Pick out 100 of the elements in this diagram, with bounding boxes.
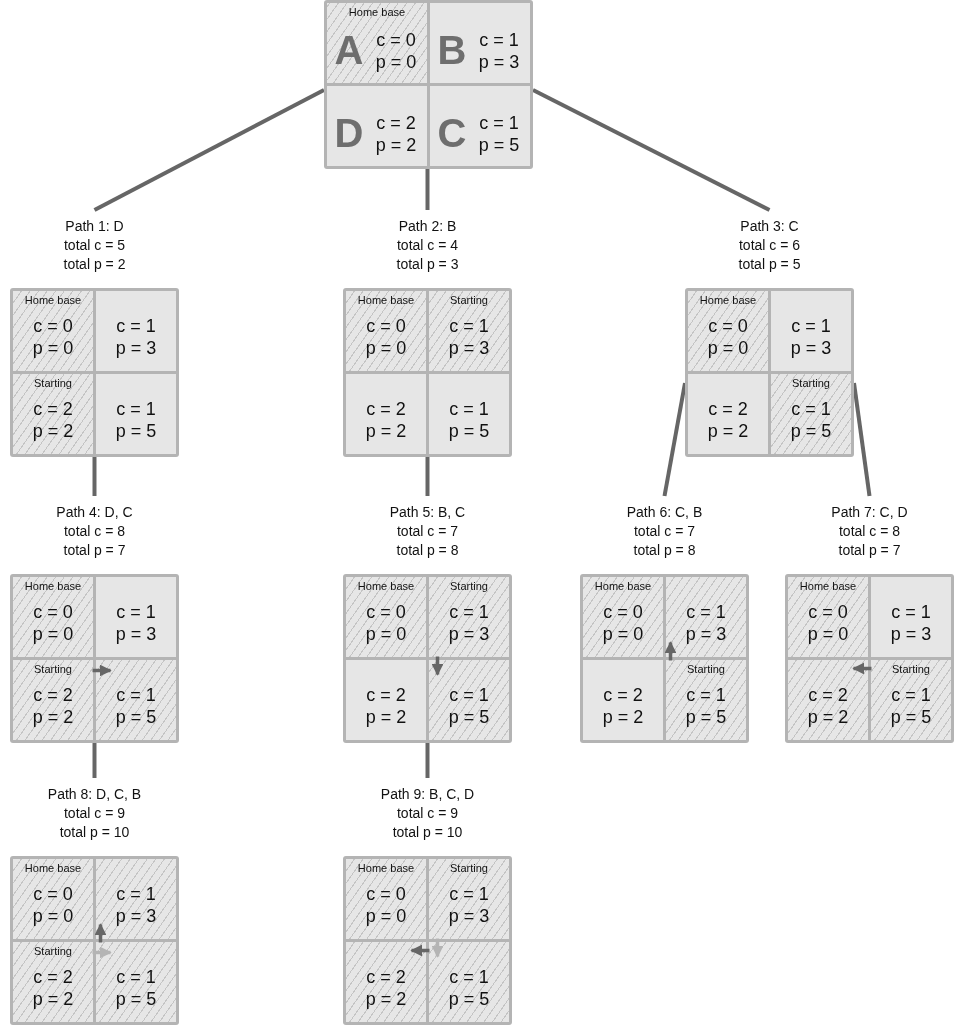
cell-value: c = 0 — [366, 883, 406, 905]
connector-line — [425, 743, 430, 778]
cell-value: p = 3 — [790, 337, 832, 359]
cell-value: p = 5 — [478, 134, 520, 156]
cell-value: c = 2 — [808, 684, 848, 706]
grid-cell — [771, 291, 851, 371]
cell-value: c = 0 — [366, 601, 406, 623]
hatched-cell — [429, 942, 509, 1022]
cell-value: p = 2 — [365, 420, 407, 442]
cell-value: p = 5 — [448, 706, 490, 728]
hatched-cell — [583, 577, 663, 657]
connector-line — [852, 382, 872, 497]
cell-value: p = 0 — [32, 337, 74, 359]
cell-value: c = 0 — [33, 601, 73, 623]
cell-tag: Starting — [450, 294, 488, 306]
cell-tag: Starting — [687, 663, 725, 675]
hatched-cell — [871, 660, 951, 740]
cell-value: c = 1 — [449, 315, 489, 337]
cell-tag: Home base — [357, 294, 415, 306]
hatched-cell — [96, 942, 176, 1022]
cell-value: p = 2 — [32, 988, 74, 1010]
cell-value: p = 5 — [685, 706, 727, 728]
cell-letter: C — [437, 112, 467, 154]
hatched-cell — [666, 660, 746, 740]
connector-line — [93, 88, 325, 212]
cell-value: c = 0 — [603, 601, 643, 623]
cell-value: p = 3 — [890, 623, 932, 645]
grid-cell — [327, 86, 427, 166]
cell-value: p = 0 — [365, 623, 407, 645]
cell-value: c = 0 — [376, 29, 416, 51]
cell-value: p = 5 — [448, 988, 490, 1010]
grid-cell — [688, 374, 768, 454]
arrow — [94, 923, 107, 943]
cell-value: c = 1 — [891, 601, 931, 623]
cell-value: p = 2 — [32, 706, 74, 728]
hatched-cell — [429, 859, 509, 939]
cell-value: c = 1 — [116, 883, 156, 905]
cell-value: c = 2 — [33, 966, 73, 988]
cell-tag: Starting — [450, 580, 488, 592]
arrow — [431, 938, 444, 958]
cell-value: p = 0 — [32, 905, 74, 927]
cell-tag: Home base — [357, 862, 415, 874]
cell-value: c = 2 — [366, 684, 406, 706]
cell-value: c = 1 — [791, 398, 831, 420]
grid-cell — [871, 577, 951, 657]
cell-tag: Starting — [450, 862, 488, 874]
arrow — [92, 664, 112, 677]
cell-value: p = 5 — [115, 706, 157, 728]
cell-tag: Home base — [594, 580, 652, 592]
arrow — [431, 656, 444, 676]
cell-value: c = 1 — [686, 601, 726, 623]
cell-value: p = 0 — [32, 623, 74, 645]
hatched-cell — [788, 577, 868, 657]
cell-tag: Home base — [24, 862, 82, 874]
arrow — [92, 946, 112, 959]
cell-value: p = 0 — [707, 337, 749, 359]
cell-value: p = 3 — [478, 51, 520, 73]
cell-value: p = 2 — [375, 134, 417, 156]
cell-value: c = 2 — [366, 966, 406, 988]
connector-line — [532, 88, 771, 212]
connector-line — [92, 743, 97, 778]
hatched-cell — [346, 942, 426, 1022]
cell-tag: Starting — [34, 663, 72, 675]
connector-line — [92, 457, 97, 496]
cell-value: c = 1 — [891, 684, 931, 706]
cell-value: p = 0 — [375, 51, 417, 73]
hatched-cell — [666, 577, 746, 657]
hatched-cell — [346, 577, 426, 657]
cell-value: p = 3 — [685, 623, 727, 645]
cell-value: p = 2 — [365, 988, 407, 1010]
cell-tag: Home base — [24, 580, 82, 592]
cell-value: c = 0 — [33, 883, 73, 905]
hatched-cell — [771, 374, 851, 454]
cell-value: c = 1 — [449, 684, 489, 706]
cell-tag: Starting — [892, 663, 930, 675]
grid-cell — [96, 374, 176, 454]
cell-value: c = 2 — [366, 398, 406, 420]
connector-line — [662, 382, 687, 497]
cell-value: c = 1 — [449, 601, 489, 623]
cell-tag: Home base — [799, 580, 857, 592]
cell-value: p = 0 — [365, 905, 407, 927]
cell-value: c = 1 — [449, 398, 489, 420]
cell-value: c = 1 — [116, 601, 156, 623]
cell-value: p = 3 — [115, 337, 157, 359]
cell-tag: Starting — [34, 377, 72, 389]
cell-tag: Home base — [357, 580, 415, 592]
cell-value: c = 1 — [479, 112, 519, 134]
cell-value: p = 2 — [707, 420, 749, 442]
cell-tag: Home base — [348, 6, 406, 18]
hatched-cell — [429, 577, 509, 657]
cell-value: c = 2 — [603, 684, 643, 706]
grid-cell — [346, 374, 426, 454]
arrow — [664, 641, 677, 661]
cell-value: c = 0 — [33, 315, 73, 337]
cell-value: c = 0 — [366, 315, 406, 337]
cell-letter: B — [437, 29, 467, 71]
hatched-cell — [13, 577, 93, 657]
grid-cell — [96, 291, 176, 371]
cell-value: p = 2 — [365, 706, 407, 728]
hatched-cell — [327, 3, 427, 83]
